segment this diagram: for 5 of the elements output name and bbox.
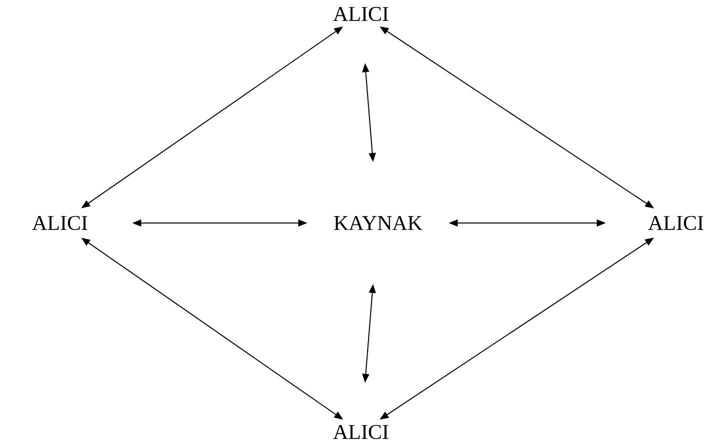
node-label: ALICI (333, 6, 388, 22)
node-label: ALICI (648, 216, 704, 230)
node-label: ALICI (333, 424, 388, 440)
node-label: ALICI (32, 216, 88, 230)
node-label: KAYNAK (334, 216, 422, 230)
